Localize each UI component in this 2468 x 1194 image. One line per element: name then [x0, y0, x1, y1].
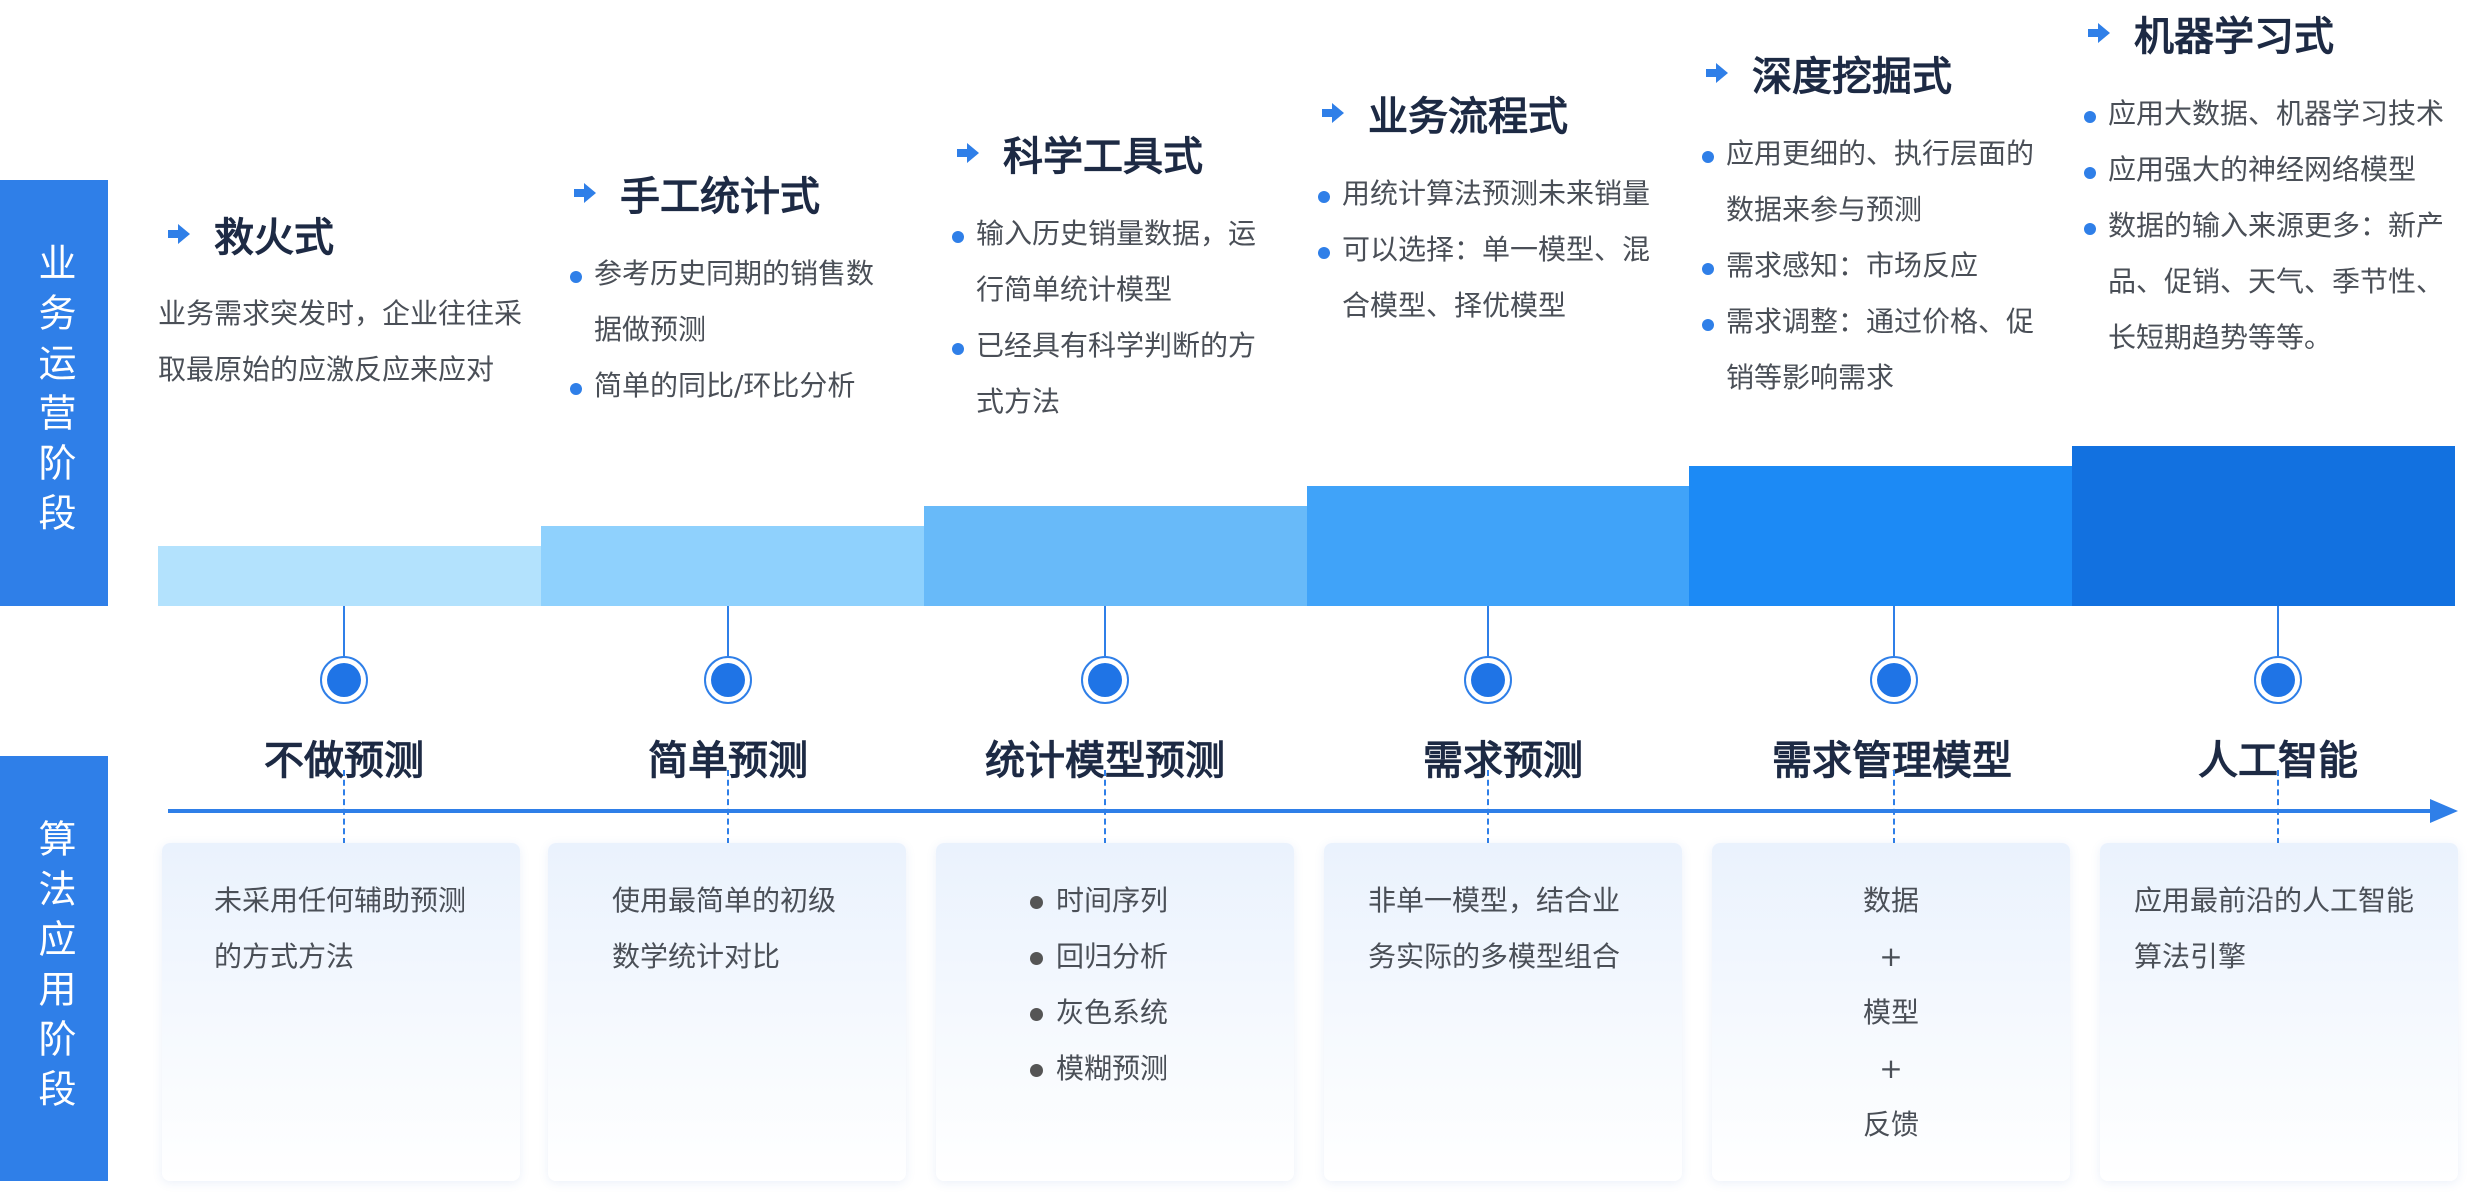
timeline-node	[320, 656, 368, 704]
arrow-right-icon	[2088, 23, 2110, 43]
connector-line	[1104, 606, 1106, 656]
bullet-item: 回归分析	[1030, 929, 1168, 985]
arrow-right-icon	[1322, 103, 1344, 123]
dashed-connector	[1487, 770, 1489, 844]
business-stage-description: 用统计算法预测未来销量 可以选择：单一模型、混 合模型、择优模型	[1318, 166, 1678, 334]
bullet-item: 简单的同比/环比分析	[570, 358, 930, 414]
business-stage-description: 输入历史销量数据，运 行简单统计模型 已经具有科学判断的方 式方法	[952, 206, 1312, 430]
algorithm-stage-title: 需求管理模型	[1772, 738, 2012, 784]
timeline-axis	[168, 799, 2458, 823]
timeline-node	[1870, 656, 1918, 704]
algorithm-card: 时间序列 回归分析 灰色系统 模糊预测	[936, 843, 1294, 1181]
timeline-node	[1081, 656, 1129, 704]
business-stage-title: 救火式	[166, 205, 334, 263]
arrow-right-icon	[168, 224, 190, 244]
bullet-item: 应用更细的、执行层面的 数据来参与预测	[1702, 126, 2062, 238]
arrow-right-icon	[1706, 63, 1728, 83]
dashed-connector	[727, 770, 729, 844]
business-stage-description: 业务需求突发时，企业往往采 取最原始的应激反应来应对	[158, 297, 523, 386]
business-stage-description: 参考历史同期的销售数 据做预测 简单的同比/环比分析	[570, 246, 930, 414]
business-stage-label: 业务运营阶段	[0, 180, 108, 606]
algorithm-card: 未采用任何辅助预测 的方式方法	[162, 843, 520, 1181]
business-stage-description: 应用大数据、机器学习技术 应用强大的神经网络模型 数据的输入来源更多：新产 品、…	[2084, 86, 2464, 366]
algorithm-card: 非单一模型，结合业 务实际的多模型组合	[1324, 843, 1682, 1181]
timeline-node	[1464, 656, 1512, 704]
dashed-connector	[2277, 770, 2279, 844]
stage-step-bar	[2072, 446, 2455, 606]
connector-line	[727, 606, 729, 656]
connector-line	[1893, 606, 1895, 656]
business-stage-title: 科学工具式	[955, 124, 1203, 182]
arrow-right-icon	[957, 143, 979, 163]
bullet-item: 已经具有科学判断的方 式方法	[952, 318, 1312, 430]
algorithm-stage-title: 需求预测	[1423, 738, 1583, 784]
connector-line	[1487, 606, 1489, 656]
stage-step-bar	[924, 506, 1307, 606]
business-stage-title: 业务流程式	[1320, 84, 1568, 142]
dashed-connector	[1104, 770, 1106, 844]
stage-step-bar	[541, 526, 924, 606]
bullet-item: 应用大数据、机器学习技术	[2084, 86, 2464, 142]
bullet-item: 用统计算法预测未来销量	[1318, 166, 1678, 222]
bullet-item: 需求感知：市场反应	[1702, 238, 2062, 294]
business-stage-description: 应用更细的、执行层面的 数据来参与预测 需求感知：市场反应 需求调整：通过价格、…	[1702, 126, 2062, 406]
bullet-item: 输入历史销量数据，运 行简单统计模型	[952, 206, 1312, 318]
connector-line	[343, 606, 345, 656]
bullet-item: 模糊预测	[1030, 1041, 1168, 1097]
connector-line	[2277, 606, 2279, 656]
business-stage-title: 深度挖掘式	[1704, 44, 1952, 102]
algorithm-card: 应用最前沿的人工智能 算法引擎	[2100, 843, 2458, 1181]
bullet-item: 时间序列	[1030, 873, 1168, 929]
stage-step-bar	[1689, 466, 2072, 606]
bullet-item: 参考历史同期的销售数 据做预测	[570, 246, 930, 358]
arrow-right-icon	[574, 183, 596, 203]
bullet-item: 需求调整：通过价格、促 销等影响需求	[1702, 294, 2062, 406]
stage-step-bar	[158, 546, 541, 606]
business-stage-title: 机器学习式	[2086, 4, 2334, 62]
timeline-node	[704, 656, 752, 704]
stage-step-bar	[1307, 486, 1689, 606]
algorithm-card: 使用最简单的初级 数学统计对比	[548, 843, 906, 1181]
bullet-item: 可以选择：单一模型、混 合模型、择优模型	[1318, 222, 1678, 334]
bullet-item: 数据的输入来源更多：新产 品、促销、天气、季节性、 长短期趋势等等。	[2084, 198, 2464, 366]
dashed-connector	[343, 770, 345, 844]
algorithm-stage-label: 算法应用阶段	[0, 756, 108, 1181]
bullet-item: 应用强大的神经网络模型	[2084, 142, 2464, 198]
timeline-node	[2254, 656, 2302, 704]
dashed-connector	[1893, 770, 1895, 844]
axis-arrow-icon	[2430, 799, 2458, 823]
algorithm-card: 数据 + 模型 + 反馈	[1712, 843, 2070, 1181]
business-stage-title: 手工统计式	[572, 164, 820, 222]
bullet-item: 灰色系统	[1030, 985, 1168, 1041]
